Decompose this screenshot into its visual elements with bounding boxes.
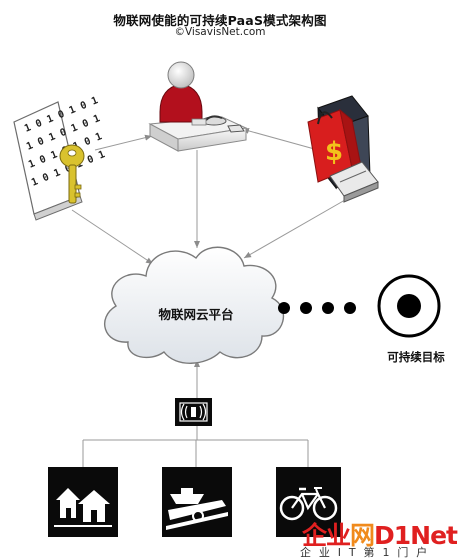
boat-trailer-icon <box>162 467 232 537</box>
dot-2 <box>300 302 312 314</box>
cloud-platform-label: 物联网云平台 <box>158 307 234 322</box>
sustainability-goal-label: 可持续目标 <box>387 350 445 364</box>
wireless-sensor-icon <box>175 398 212 426</box>
key-icon <box>59 144 85 204</box>
watermark-brand-part1: 企业 <box>302 521 351 550</box>
target-circle-icon <box>377 274 441 338</box>
arrow-keydoc-to-user <box>94 134 153 151</box>
connection-dots <box>278 302 356 314</box>
dot-1 <box>278 302 290 314</box>
watermark-logo: 企业网D1Net <box>302 516 458 552</box>
arrow-shop-to-user <box>241 127 319 151</box>
diagram-title: 物联网使能的可持续PaaS模式架构图 <box>113 13 327 28</box>
user-at-desk-icon <box>148 61 248 152</box>
watermark-tagline: 企 业 I T 第 1 门 户 <box>300 546 430 559</box>
watermark-brand-part2: 网 <box>350 521 375 550</box>
arrow-keydoc-to-cloud <box>71 209 154 265</box>
price-tag-symbol: $ <box>325 137 343 167</box>
houses-icon <box>48 467 118 537</box>
binary-document-key-icon: 1 0 1 0 1 0 1 1 0 1 0 1 0 1 1 0 1 0 1 0 … <box>13 95 107 221</box>
shopping-bags-icon: $ <box>307 95 379 203</box>
dot-3 <box>322 302 334 314</box>
watermark-brand-part3: D1Net <box>374 521 458 550</box>
copyright-text: ©VisavisNet.com <box>174 26 266 38</box>
bicycle-icon <box>276 467 341 537</box>
dot-4 <box>344 302 356 314</box>
arrow-shop-to-cloud <box>243 199 346 259</box>
connector-arrows <box>71 127 346 467</box>
cloud-icon <box>104 246 285 364</box>
